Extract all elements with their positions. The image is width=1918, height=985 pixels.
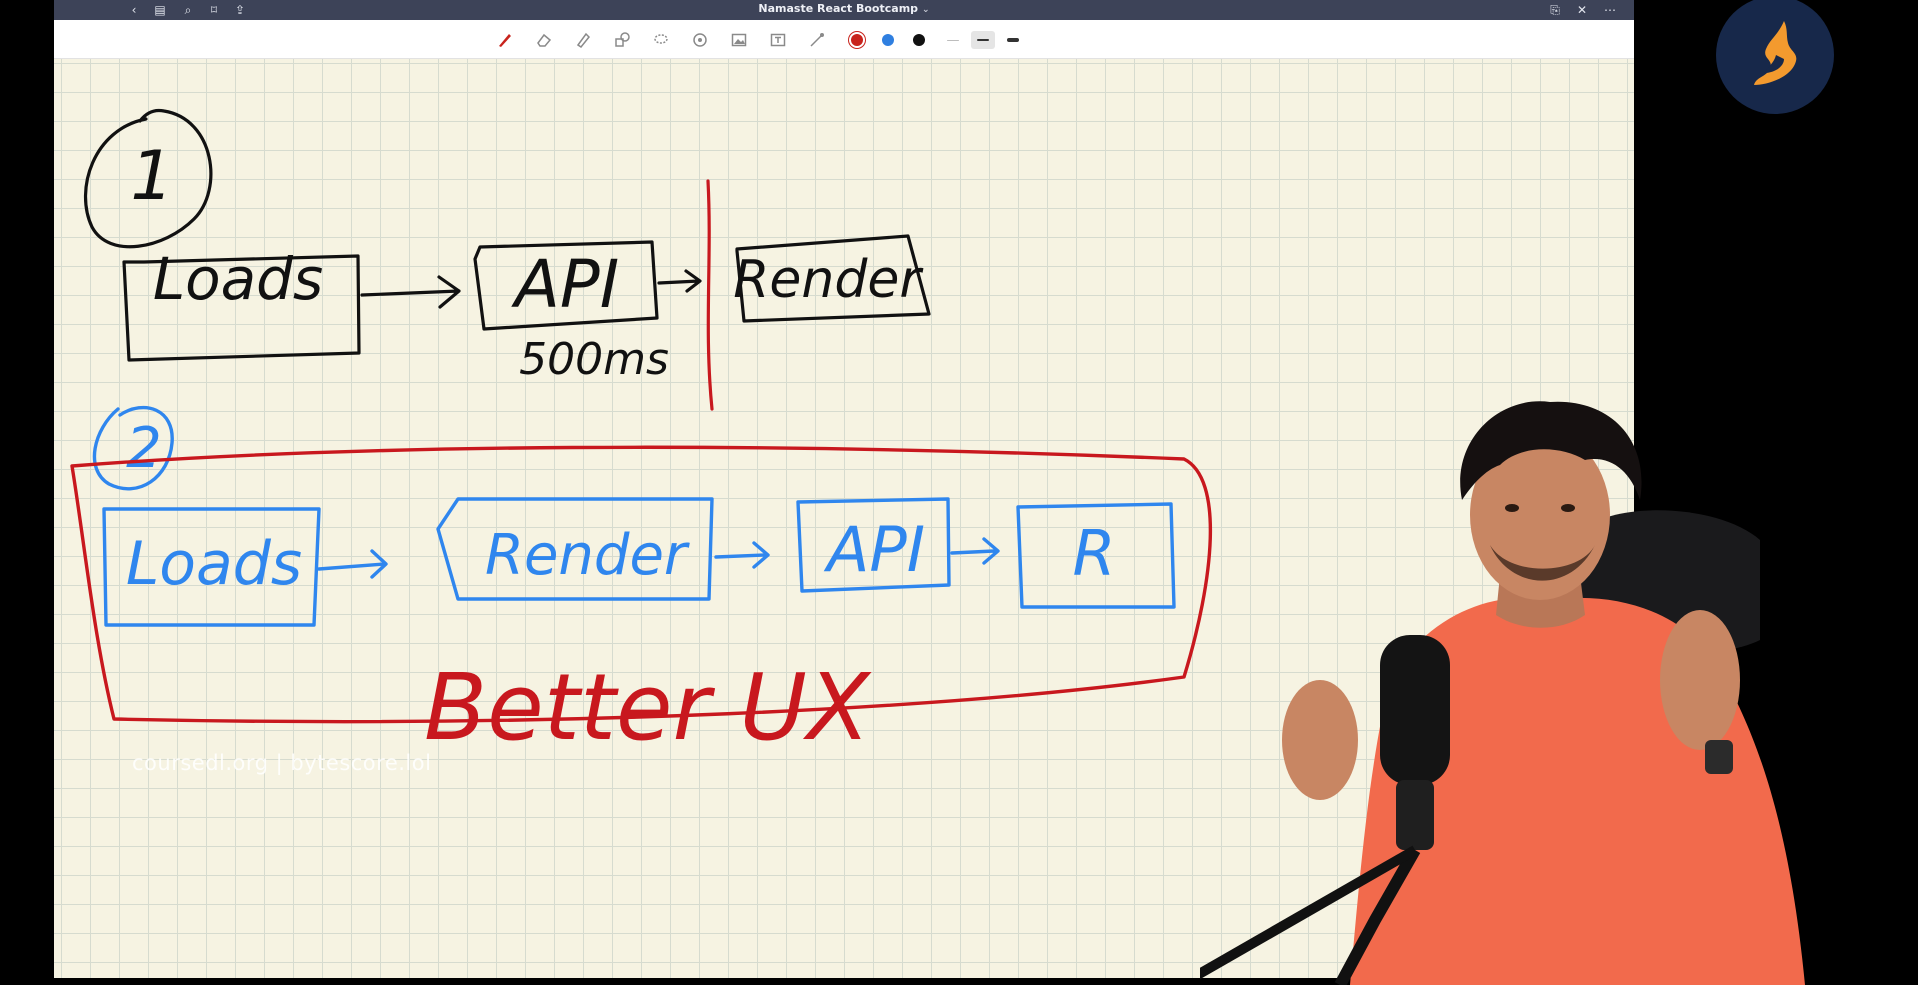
- pen-icon[interactable]: [494, 29, 516, 51]
- section2-circle: [92, 405, 174, 491]
- presenter-video-overlay: [1200, 401, 1805, 985]
- s1-box3-label: Render: [733, 250, 924, 310]
- s2-r-box: [1016, 502, 1176, 609]
- s1-arrow-2: [657, 269, 702, 293]
- text-icon[interactable]: [767, 29, 789, 51]
- document-title[interactable]: Namaste React Bootcamp⌄: [54, 2, 1634, 15]
- s2-api-box: [796, 497, 951, 593]
- sticker-icon[interactable]: [689, 29, 711, 51]
- ink-layer: Loads API Render 500ms 1: [70, 108, 1213, 761]
- color-swatch-black[interactable]: [913, 34, 925, 46]
- close-icon[interactable]: ✕: [1576, 3, 1588, 17]
- section1-circle: [83, 108, 213, 249]
- color-swatch-blue[interactable]: [882, 34, 894, 46]
- s2-arrow-2: [714, 541, 770, 569]
- s2-arrow-3: [950, 537, 1000, 565]
- red-divider-line: [706, 179, 714, 411]
- section1-number: 1: [130, 137, 173, 216]
- stroke-thick[interactable]: [1001, 31, 1025, 49]
- stroke-thin[interactable]: [941, 31, 965, 49]
- s1-render-box: [735, 234, 931, 323]
- s2-box4-label: R: [1072, 517, 1115, 590]
- highlighter-icon[interactable]: [572, 29, 594, 51]
- s2-box1-label: Loads: [126, 529, 302, 599]
- s1-box1-label: Loads: [153, 245, 323, 313]
- shapes-icon[interactable]: [611, 29, 633, 51]
- drawing-toolbar: [54, 20, 1634, 59]
- document-title-text: Namaste React Bootcamp: [758, 2, 919, 15]
- bookmark-icon[interactable]: ⌑: [210, 3, 218, 17]
- s1-timing-label: 500ms: [519, 334, 669, 385]
- share-icon[interactable]: ⇪: [234, 3, 246, 17]
- s1-api-box: [473, 240, 659, 331]
- laser-pointer-icon[interactable]: [806, 29, 828, 51]
- image-icon[interactable]: [728, 29, 750, 51]
- note-canvas[interactable]: Loads API Render 500ms 1: [54, 59, 1634, 978]
- more-icon[interactable]: ⋯: [1604, 3, 1616, 17]
- s2-box3-label: API: [823, 513, 925, 586]
- notes-app-window: ‹ ▤ ⌕ ⌑ ⇪ Namaste React Bootcamp⌄ ⎘ ✕ ⋯: [54, 0, 1634, 978]
- export-icon[interactable]: ⎘: [1550, 2, 1560, 17]
- red-enclosure: [70, 445, 1213, 724]
- color-swatch-red[interactable]: [851, 34, 863, 46]
- stroke-medium[interactable]: [971, 31, 995, 49]
- s1-loads-box: [122, 254, 361, 362]
- s1-arrow-1: [360, 275, 461, 309]
- s2-box2-label: Render: [485, 523, 690, 588]
- back-icon[interactable]: ‹: [131, 3, 137, 17]
- channel-logo: [1716, 0, 1834, 114]
- eraser-icon[interactable]: [533, 29, 555, 51]
- lasso-icon[interactable]: [650, 29, 672, 51]
- title-bar: ‹ ▤ ⌕ ⌑ ⇪ Namaste React Bootcamp⌄ ⎘ ✕ ⋯: [54, 0, 1634, 20]
- s2-loads-box: [102, 507, 321, 627]
- conclusion-label: Better UX: [424, 654, 872, 761]
- chevron-down-icon: ⌄: [922, 5, 930, 15]
- s2-render-box: [436, 497, 714, 601]
- watermark-text: coursedl.org | bytescore.lol: [132, 751, 432, 775]
- s1-box2-label: API: [511, 246, 619, 323]
- search-icon[interactable]: ⌕: [184, 2, 192, 17]
- sidebar-icon[interactable]: ▤: [154, 3, 166, 17]
- flame-logo-icon: [1754, 21, 1797, 85]
- s2-arrow-1: [317, 549, 388, 579]
- section2-number: 2: [126, 416, 162, 481]
